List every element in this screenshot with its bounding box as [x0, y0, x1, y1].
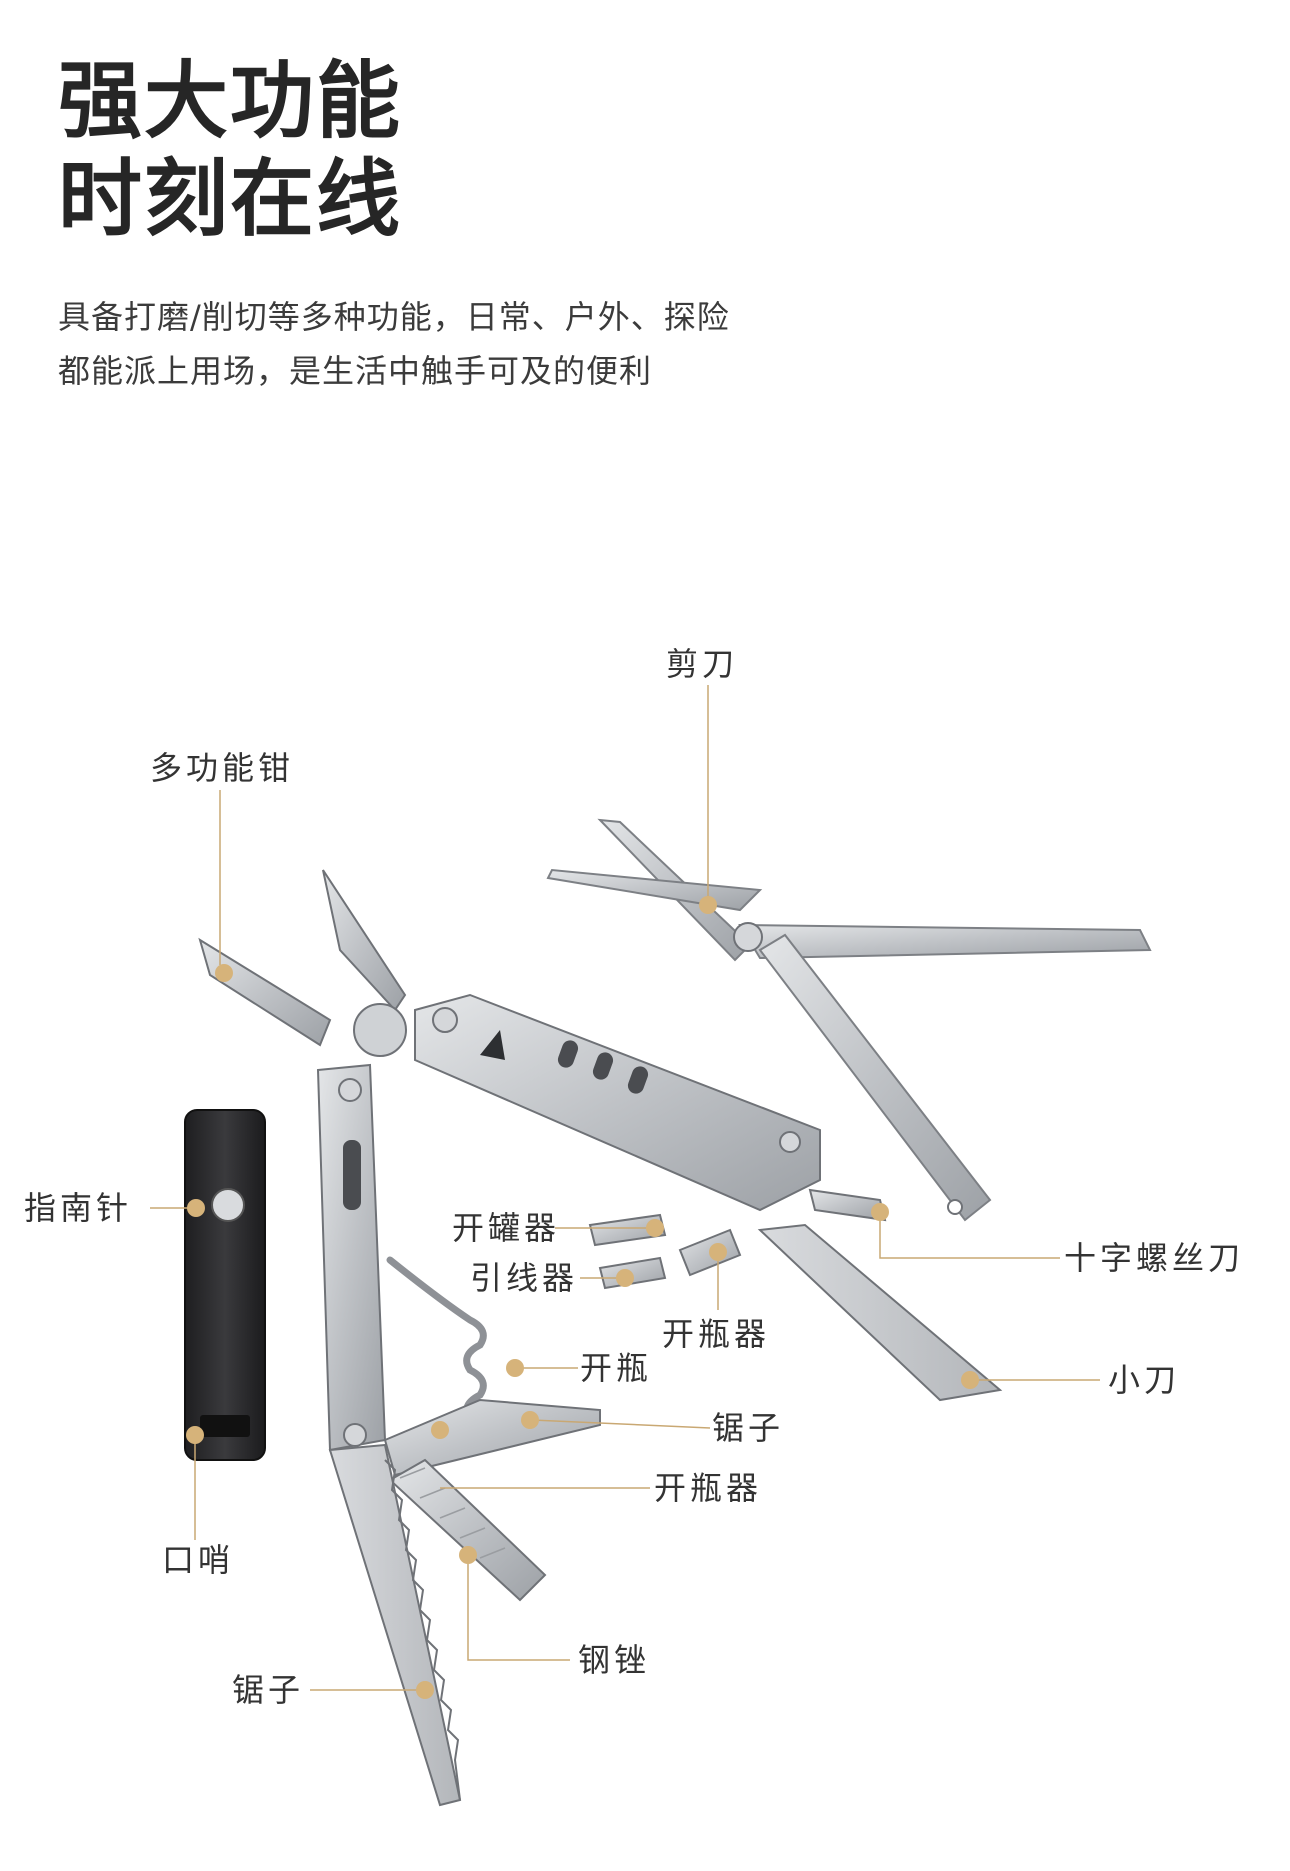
leader-lines — [150, 685, 1100, 1691]
headline-line-2: 时刻在线 — [58, 150, 403, 248]
callout-compass: 指南针 — [24, 1189, 133, 1227]
knife-blade — [757, 1223, 1003, 1402]
pliers-jaw-upper — [322, 869, 407, 1012]
callout-saw-small: 锯子 — [712, 1409, 785, 1447]
callout-file: 钢锉 — [578, 1641, 651, 1679]
pliers-jaw-lower — [198, 937, 332, 1047]
callout-pliers: 多功能钳 — [150, 749, 295, 787]
callout-whistle: 口哨 — [162, 1541, 235, 1579]
callout-scissors: 剪刀 — [666, 645, 739, 683]
lower-handle — [316, 1063, 387, 1452]
description-line-2: 都能派上用场，是生活中触手可及的便利 — [58, 352, 653, 390]
callout-corkscrew: 开瓶 — [580, 1349, 653, 1387]
callout-saw-large: 锯子 — [232, 1671, 305, 1709]
callout-threader: 引线器 — [470, 1259, 579, 1297]
headline-line-1: 强大功能 — [58, 52, 403, 150]
callout-dots — [186, 896, 979, 1699]
scissors-spring-arm — [758, 933, 992, 1222]
description-line-1: 具备打磨/削切等多种功能，日常、户外、探险 — [58, 298, 730, 336]
upper-handle — [414, 993, 821, 1212]
compass-whistle-piece — [184, 1109, 266, 1461]
description: 具备打磨/削切等多种功能，日常、户外、探险 都能派上用场，是生活中触手可及的便利 — [58, 290, 730, 398]
callout-bottle-opener-center: 开瓶器 — [662, 1315, 771, 1353]
callout-bottle-opener-lower: 开瓶器 — [654, 1469, 763, 1507]
scissors-pivot — [733, 922, 763, 952]
pliers-head — [198, 869, 407, 1057]
main-handle — [316, 993, 821, 1452]
callout-can-opener: 开罐器 — [452, 1209, 561, 1247]
scissors-handle — [738, 923, 1152, 960]
scissors-tool — [546, 818, 1152, 1222]
pliers-pivot — [353, 1003, 407, 1057]
callout-phillips: 十字螺丝刀 — [1064, 1239, 1245, 1277]
small-tools — [588, 1188, 887, 1290]
headline: 强大功能 时刻在线 — [58, 52, 402, 248]
callout-knife: 小刀 — [1108, 1361, 1181, 1399]
